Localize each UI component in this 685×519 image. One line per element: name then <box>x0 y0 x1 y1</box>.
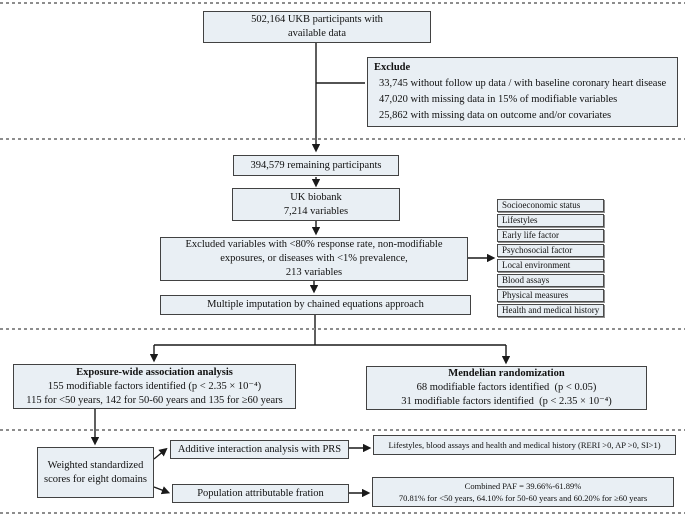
additive-text: Additive interaction analysis with PRS <box>177 443 342 455</box>
domain-item-physical-measures: Physical measures <box>497 289 604 302</box>
excluded-vars-line1: Excluded variables with <80% response ra… <box>185 239 443 250</box>
remaining-text: 394,579 remaining participants <box>250 159 382 171</box>
box-multiple-imputation: Multiple imputation by chained equations… <box>160 295 471 315</box>
box-additive-interaction: Additive interaction analysis with PRS <box>170 440 349 459</box>
combined-paf-line1: Combined PAF = 39.66%-61.89% <box>464 480 582 491</box>
combined-paf-line2: 70.81% for <50 years, 64.10% for 50-60 y… <box>398 493 648 503</box>
domain-item-local-environment: Local environment <box>497 259 604 272</box>
box-exclude: Exclude 33,745 without follow up data / … <box>367 57 678 127</box>
box-remaining-participants: 394,579 remaining participants <box>233 155 399 176</box>
box-weighted-scores: Weighted standardized scores for eight d… <box>37 447 154 498</box>
weighted-line2: scores for eight domains <box>44 473 147 485</box>
arrow-weighted-to-additive <box>153 447 168 460</box>
box-mendelian-randomization: Mendelian randomization 68 modifiable fa… <box>366 366 647 410</box>
exclude-item-1: 33,745 without follow up data / with bas… <box>379 78 667 89</box>
domain-item-label: Socioeconomic status <box>502 200 581 210</box>
ukb-participants-line2: available data <box>287 28 346 39</box>
exposure-line3: 115 for <50 years, 142 for 50-60 years a… <box>26 394 283 406</box>
domain-item-health-history: Health and medical history <box>497 304 604 317</box>
dashed-separator-5 <box>0 512 685 514</box>
exclude-item-3: 25,862 with missing data on outcome and/… <box>379 110 612 121</box>
box-uk-biobank: UK biobank 7,214 variables <box>232 188 400 221</box>
box-additive-result: Lifestyles, blood assays and health and … <box>373 435 676 455</box>
domain-item-psychosocial: Psychosocial factor <box>497 244 604 257</box>
additive-result-text: Lifestyles, blood assays and health and … <box>388 439 661 450</box>
exclude-title: Exclude <box>374 62 411 73</box>
domain-item-lifestyles: Lifestyles <box>497 214 604 227</box>
box-exposure-wide-analysis: Exposure-wide association analysis 155 m… <box>13 364 296 409</box>
dashed-separator-3 <box>0 328 685 330</box>
arrow-weighted-to-paf <box>153 486 171 495</box>
mendelian-title: Mendelian randomization <box>448 368 565 379</box>
dashed-separator-1 <box>0 2 685 4</box>
domain-item-label: Psychosocial factor <box>502 245 573 255</box>
paf-text: Population attributable fration <box>197 487 324 499</box>
mendelian-line2: 68 modifiable factors identified (p < 0.… <box>416 382 597 393</box>
domain-item-label: Blood assays <box>502 275 550 285</box>
weighted-line1: Weighted standardized <box>47 459 144 471</box>
domain-item-early-life: Early life factor <box>497 229 604 242</box>
mendelian-line3: 31 modifiable factors identified (p < 2.… <box>401 396 612 407</box>
excluded-vars-line2: exposures, or diseases with <1% prevalen… <box>220 253 408 264</box>
exposure-title: Exposure-wide association analysis <box>76 366 233 378</box>
exclude-item-2: 47,020 with missing data in 15% of modif… <box>379 94 618 105</box>
ukb-participants-line1: 502,164 UKB participants with <box>251 14 383 25</box>
domain-item-socioeconomic: Socioeconomic status <box>497 199 604 212</box>
domain-item-label: Physical measures <box>502 290 569 300</box>
domain-item-label: Early life factor <box>502 230 559 240</box>
biobank-line2: 7,214 variables <box>283 205 349 217</box>
box-combined-paf: Combined PAF = 39.66%-61.89% 70.81% for … <box>372 477 674 507</box>
box-excluded-variables: Excluded variables with <80% response ra… <box>160 237 468 281</box>
biobank-line1: UK biobank <box>290 191 342 203</box>
imputation-text: Multiple imputation by chained equations… <box>207 299 424 310</box>
box-population-attributable-fraction: Population attributable fration <box>172 484 349 503</box>
domain-item-label: Health and medical history <box>502 305 600 315</box>
exposure-line2: 155 modifiable factors identified (p < 2… <box>47 380 262 392</box>
excluded-vars-line3: 213 variables <box>285 267 343 278</box>
dashed-separator-2 <box>0 138 685 140</box>
domain-item-label: Local environment <box>502 260 571 270</box>
domain-item-blood-assays: Blood assays <box>497 274 604 287</box>
domain-item-label: Lifestyles <box>502 215 538 225</box>
box-ukb-participants: 502,164 UKB participants with available … <box>203 11 431 43</box>
dashed-separator-4 <box>0 429 685 431</box>
